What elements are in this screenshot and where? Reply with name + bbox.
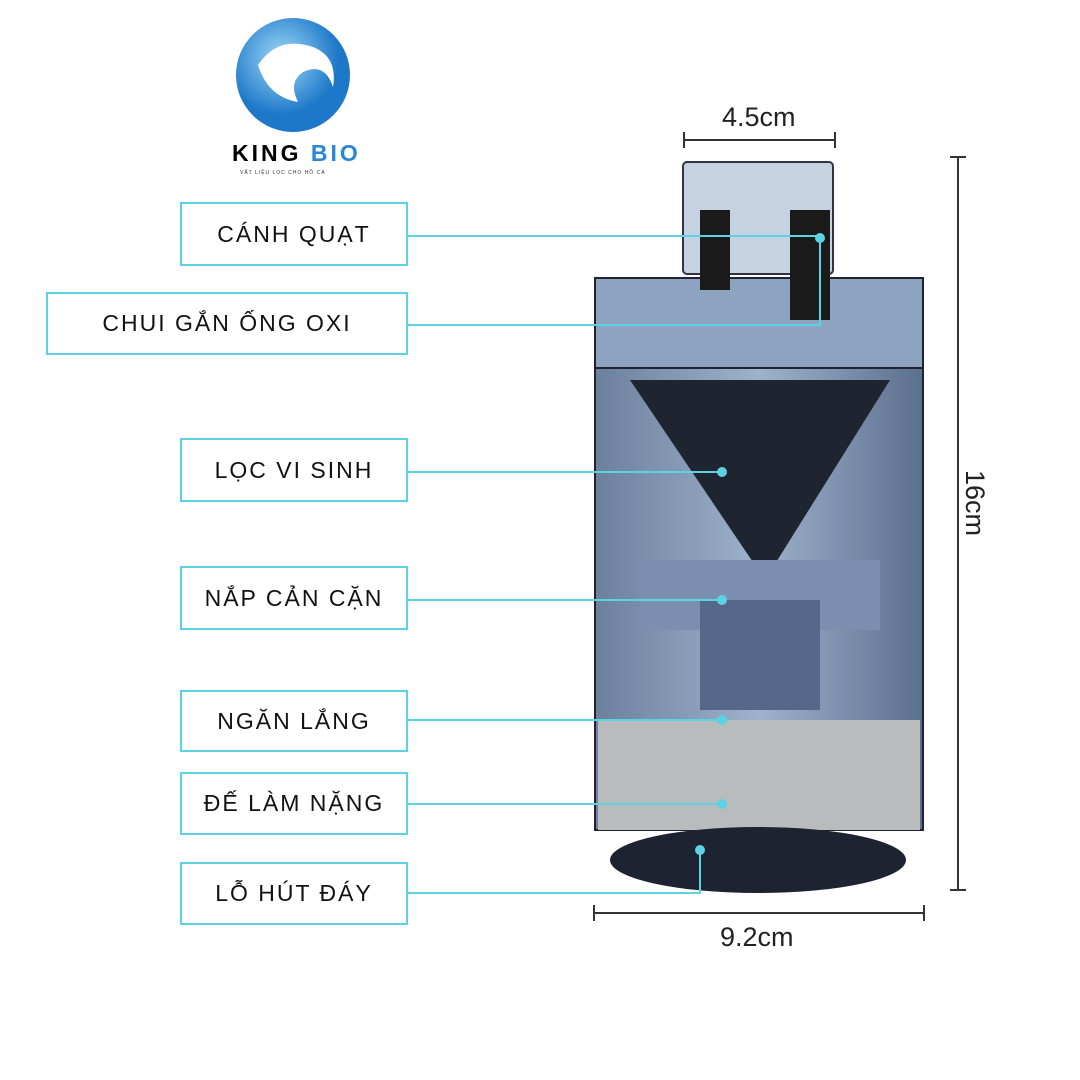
dimension-top-width: 4.5cm (722, 102, 796, 132)
logo-name-part2: BIO (310, 140, 361, 166)
label-de-lam-nang: ĐẾ LÀM NẶNG (180, 772, 408, 835)
label-canh-quat: CÁNH QUẠT (180, 202, 408, 266)
dimension-height: 16cm (960, 470, 990, 537)
logo-name-part1: KING (232, 140, 302, 166)
dimension-lines (593, 132, 966, 921)
leader-lines (408, 235, 821, 894)
label-loc-vi-sinh: LỌC VI SINH (180, 438, 408, 502)
leader-dots (695, 233, 825, 855)
label-chui-gan-ong-oxi: CHUI GẮN ỐNG OXI (46, 292, 408, 355)
label-nap-can-can: NẮP CẢN CẶN (180, 566, 408, 630)
dimension-base-width: 9.2cm (720, 922, 794, 952)
label-lo-hut-day: LỖ HÚT ĐÁY (180, 862, 408, 925)
logo-name: KING BIO (232, 140, 361, 167)
logo-icon (236, 18, 350, 132)
label-ngan-lang: NGĂN LẮNG (180, 690, 408, 752)
filter-body (594, 161, 924, 893)
logo-tagline: VẬT LIỆU LỌC CHO HỒ CÁ (240, 170, 326, 176)
